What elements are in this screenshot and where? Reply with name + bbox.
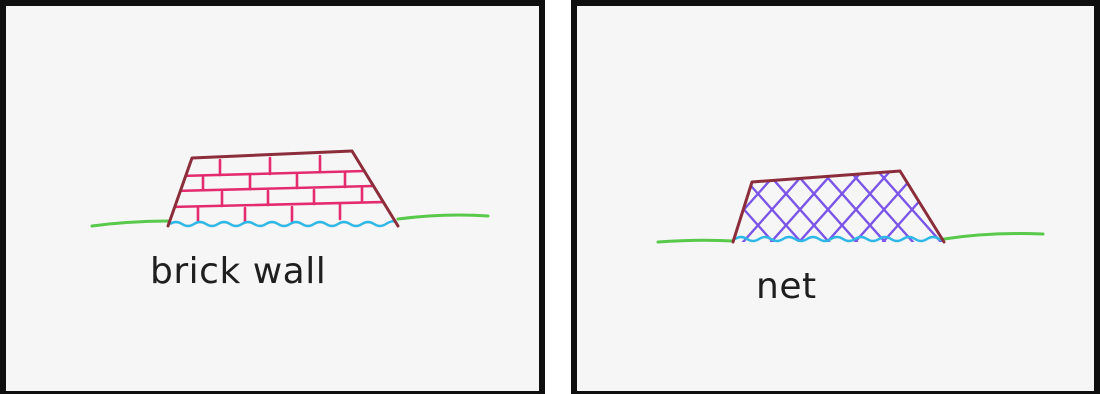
panel-net: net	[574, 3, 1097, 394]
panel-brick-wall: brick wall	[3, 3, 542, 394]
panel-frame	[3, 3, 542, 394]
panel-frame	[574, 3, 1097, 394]
label-net: net	[756, 266, 817, 307]
label-brick-wall: brick wall	[150, 251, 326, 292]
ground-line-left	[658, 240, 733, 242]
